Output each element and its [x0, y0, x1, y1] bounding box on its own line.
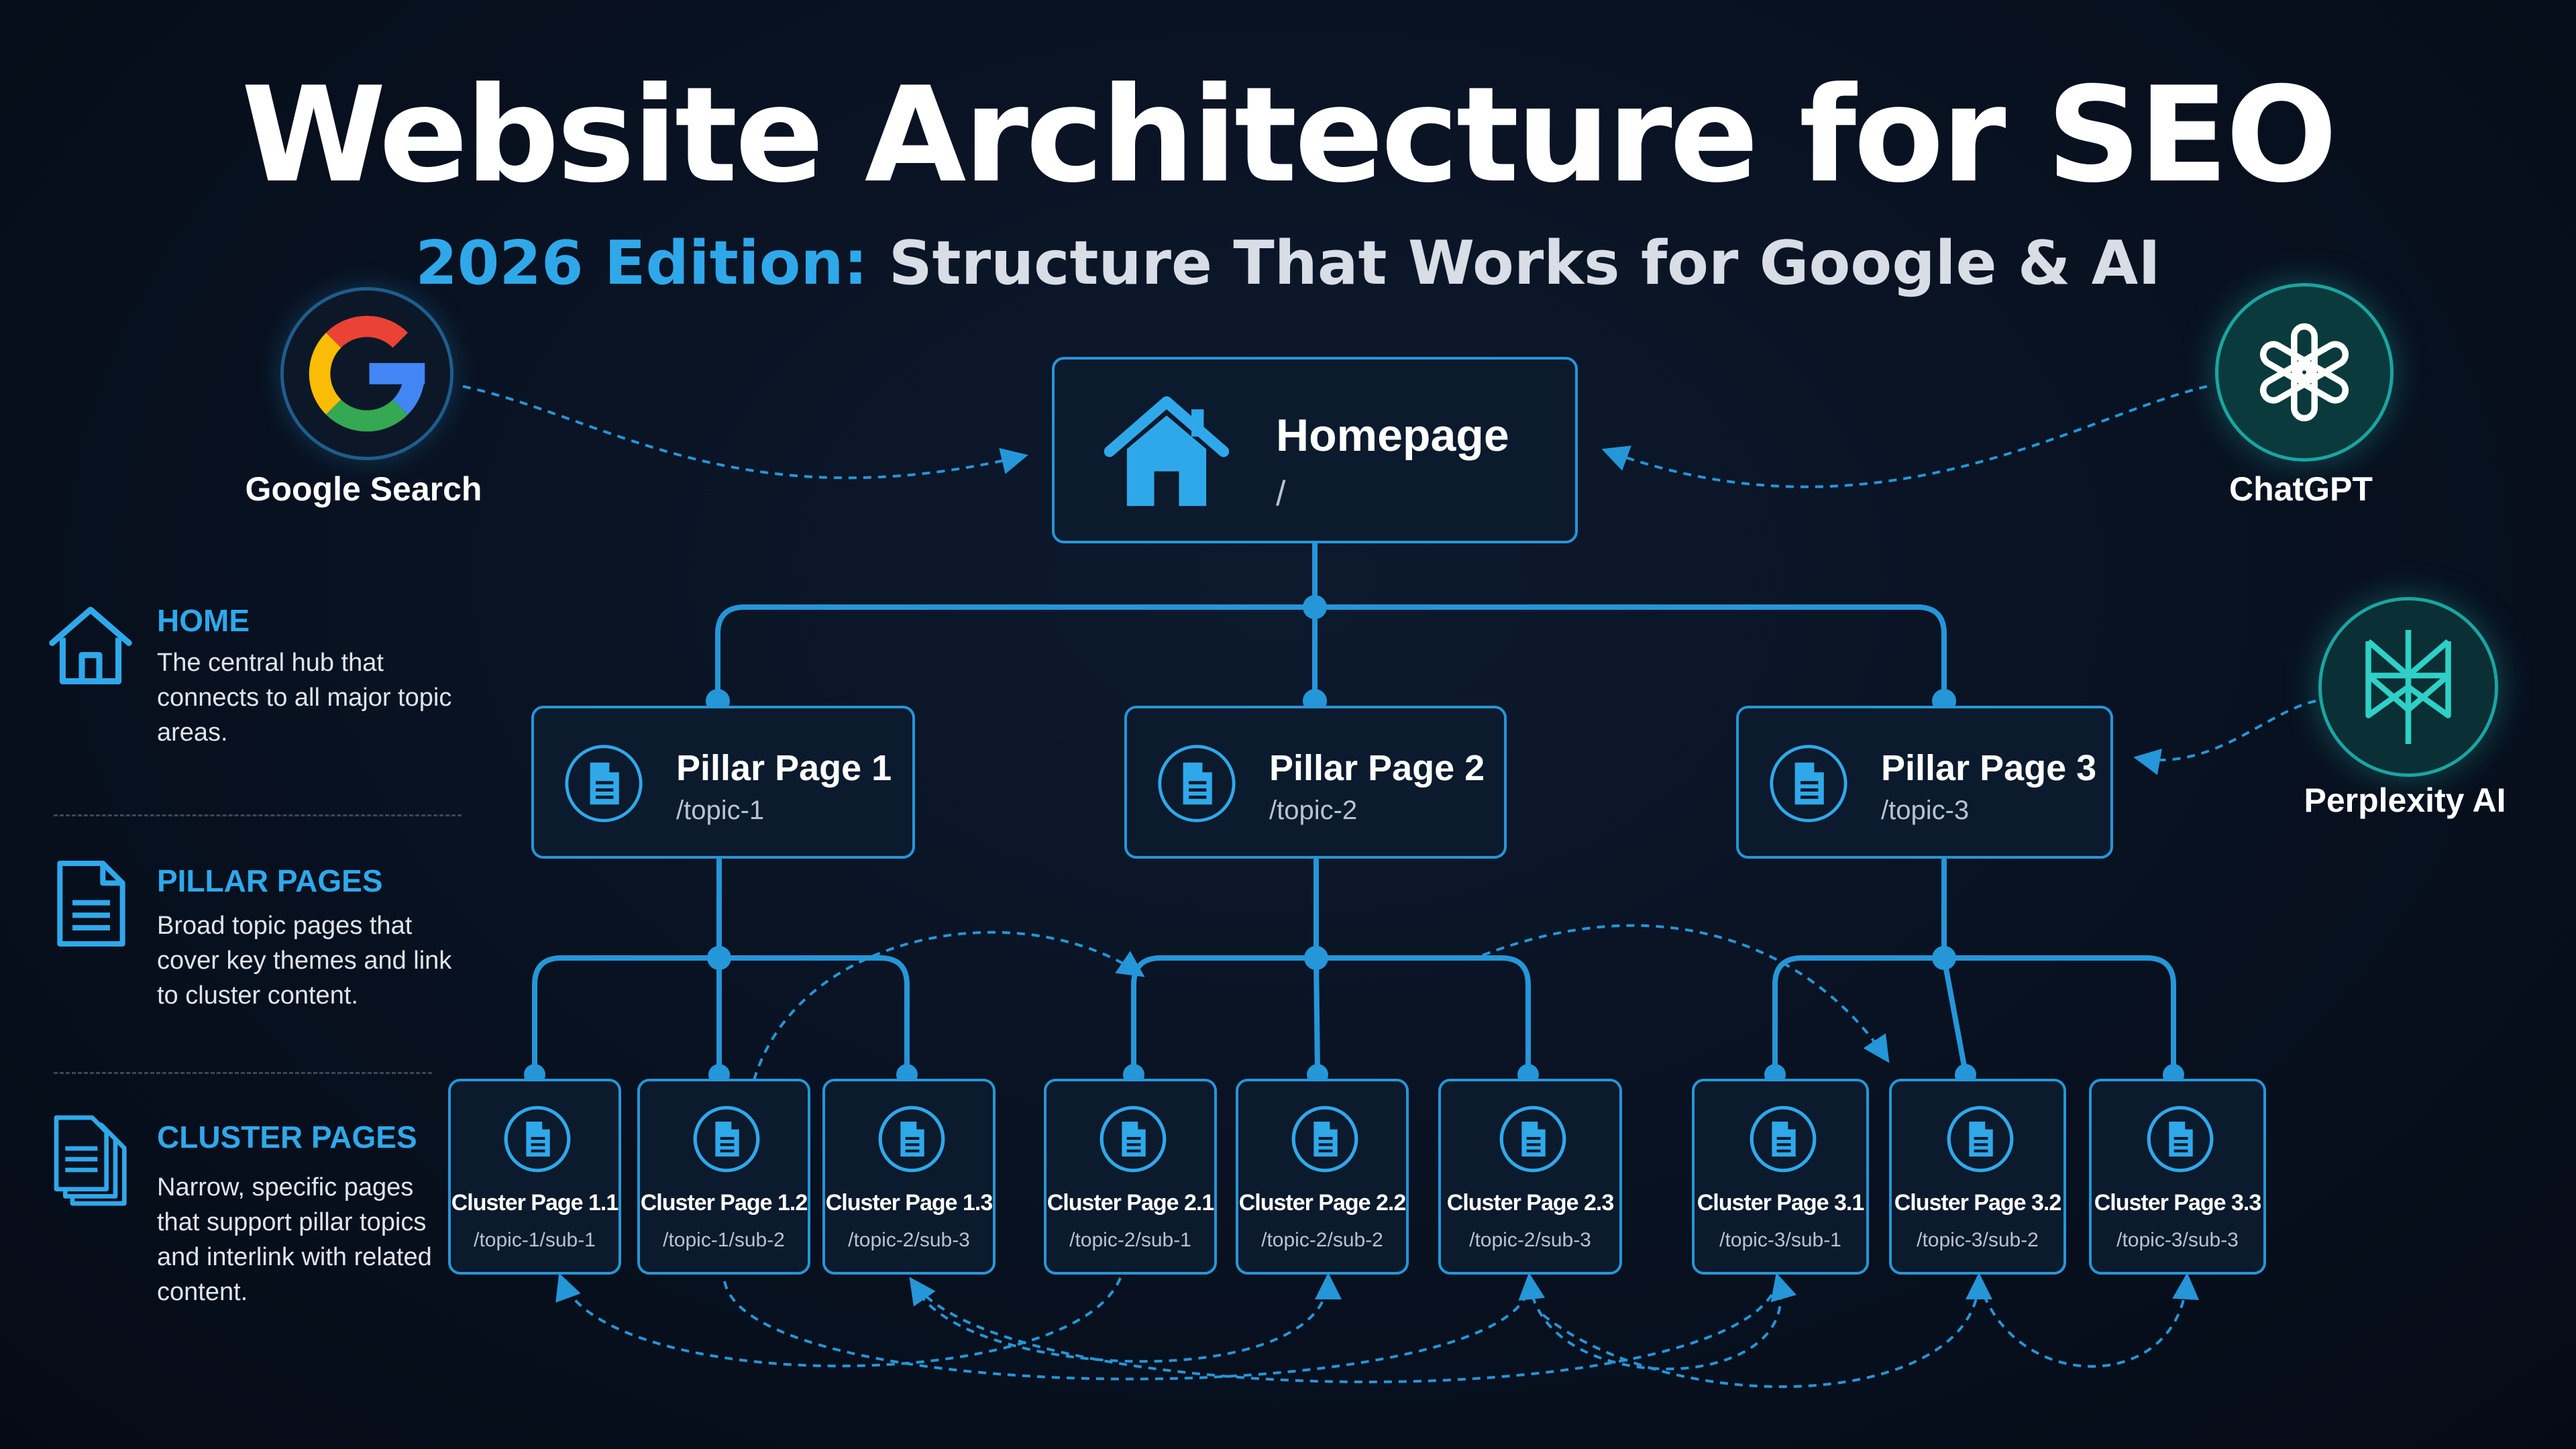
junction-dot: [707, 946, 731, 970]
house-outline-icon: [49, 606, 132, 685]
homepage-title: Homepage: [1276, 410, 1509, 461]
legend-pillar-heading: PILLAR PAGES: [157, 863, 383, 898]
perplexity-arrow: [2133, 700, 2316, 775]
cluster-title: Cluster Page 2.2: [1238, 1190, 1407, 1216]
perplexity-logo: [2318, 597, 2498, 777]
document-icon: [878, 1106, 945, 1173]
page-title: Website Architecture for SEO: [241, 59, 2338, 212]
cluster-title: Cluster Page 3.3: [2094, 1190, 2262, 1216]
google-search-logo: [280, 287, 453, 460]
cluster-title: Cluster Page 2.1: [1046, 1190, 1215, 1216]
cluster-url: /topic-3/sub-3: [2116, 1229, 2239, 1251]
cluster-url: /topic-2/sub-1: [1069, 1229, 1191, 1251]
perplexity-label: Perplexity AI: [2304, 782, 2506, 819]
cluster-title: Cluster Page 1.3: [825, 1190, 994, 1216]
cluster-url: /topic-1/sub-2: [663, 1229, 785, 1251]
crosslink-arrow: [753, 930, 1145, 1081]
pillar-node[interactable]: Pillar Page 1 /topic-1: [531, 706, 915, 859]
legend-home-description: The central hub that connects to all maj…: [157, 649, 452, 747]
interlink-arc: [555, 1273, 1122, 1368]
document-outline-icon: [57, 861, 125, 947]
junction-dot: [1932, 946, 1956, 970]
cluster-node[interactable]: Cluster Page 3.3 /topic-3/sub-3: [2089, 1079, 2266, 1275]
pillar-bus-line: [715, 604, 1947, 704]
pillar-url: /topic-1: [676, 796, 765, 825]
junction-dot: [1303, 595, 1327, 619]
subtitle-rest: Structure That Works for Google & AI: [867, 228, 2161, 299]
cluster-node[interactable]: Cluster Page 1.1 /topic-1/sub-1: [448, 1079, 621, 1275]
cluster-drop-line: [1313, 955, 1320, 1076]
interlink-arc: [911, 1273, 1342, 1363]
cluster-url: /topic-2/sub-3: [848, 1229, 970, 1251]
legend-home-heading: HOME: [157, 603, 250, 638]
document-icon: [2147, 1106, 2214, 1173]
google-search-label: Google Search: [245, 470, 482, 508]
pillar-url: /topic-3: [1881, 796, 1970, 825]
perplexity-icon: [2365, 630, 2451, 744]
pillar-node[interactable]: Pillar Page 2 /topic-2: [1124, 706, 1507, 859]
document-icon: [1291, 1106, 1358, 1173]
interlink-arc: [909, 1277, 1779, 1383]
cluster-url: /topic-1/sub-1: [474, 1229, 596, 1251]
cluster-node[interactable]: Cluster Page 2.2 /topic-2/sub-2: [1236, 1079, 1409, 1275]
cluster-url: /topic-2/sub-3: [1469, 1229, 1591, 1251]
openai-knot-icon: [2259, 323, 2349, 422]
cluster-node[interactable]: Cluster Page 3.1 /topic-3/sub-1: [1692, 1079, 1869, 1275]
cluster-title: Cluster Page 2.3: [1446, 1190, 1615, 1216]
pillar-title: Pillar Page 1: [676, 748, 892, 788]
interlink-arc: [1978, 1273, 2200, 1368]
documents-stack-icon: [54, 1115, 127, 1206]
document-icon: [1770, 745, 1847, 822]
subtitle-accent: 2026 Edition:: [415, 228, 868, 299]
google-arrow: [462, 385, 1028, 480]
cluster-bus-line: [1131, 955, 1531, 1076]
cluster-node[interactable]: Cluster Page 2.3 /topic-2/sub-3: [1438, 1079, 1622, 1275]
google-g-icon: [309, 315, 425, 432]
cluster-url: /topic-3/sub-2: [1917, 1229, 2039, 1251]
pillar-title: Pillar Page 2: [1269, 748, 1485, 788]
interlink-arc: [723, 1273, 1545, 1381]
house-icon: [1104, 396, 1229, 506]
document-icon: [1750, 1106, 1817, 1173]
legend-divider: [54, 1072, 432, 1074]
crosslink-arrow: [1482, 924, 1890, 1063]
cluster-node[interactable]: Cluster Page 1.3 /topic-2/sub-3: [822, 1079, 996, 1275]
interlink-arc: [1528, 1273, 1796, 1371]
document-icon: [693, 1106, 760, 1173]
homepage-url: /: [1276, 474, 1286, 513]
legend-divider: [54, 814, 462, 816]
pillar-url: /topic-2: [1269, 796, 1358, 825]
document-icon: [1158, 745, 1236, 822]
chatgpt-label: ChatGPT: [2229, 470, 2373, 508]
legend-pillar-description: Broad topic pages that cover key themes …: [157, 912, 452, 1010]
cluster-node[interactable]: Cluster Page 1.2 /topic-1/sub-2: [637, 1079, 810, 1275]
cluster-title: Cluster Page 1.2: [640, 1190, 808, 1216]
pillar-title: Pillar Page 3: [1881, 748, 2097, 788]
document-icon: [1099, 1106, 1167, 1173]
document-icon: [565, 745, 643, 822]
cluster-title: Cluster Page 3.2: [1894, 1190, 2062, 1216]
homepage-node[interactable]: Homepage /: [1052, 357, 1578, 543]
cluster-drop-line: [1941, 955, 1968, 1076]
cluster-url: /topic-2/sub-2: [1261, 1229, 1383, 1251]
cluster-title: Cluster Page 3.1: [1697, 1190, 1865, 1216]
cluster-title: Cluster Page 1.1: [451, 1190, 619, 1216]
cluster-url: /topic-3/sub-1: [1719, 1229, 1841, 1251]
cluster-bus-line: [1772, 955, 2176, 1076]
chatgpt-logo: [2215, 283, 2394, 462]
document-icon: [504, 1106, 571, 1173]
legend-cluster-description: Narrow, specific pages that support pill…: [157, 1173, 432, 1306]
pillar-node[interactable]: Pillar Page 3 /topic-3: [1736, 706, 2113, 859]
junction-dot: [1304, 946, 1328, 970]
document-icon: [1947, 1106, 2014, 1173]
cluster-node[interactable]: Cluster Page 2.1 /topic-2/sub-1: [1044, 1079, 1217, 1275]
document-icon: [1499, 1106, 1566, 1173]
chatgpt-arrow: [1601, 385, 2208, 488]
cluster-node[interactable]: Cluster Page 3.2 /topic-3/sub-2: [1889, 1079, 2066, 1275]
page-subtitle: 2026 Edition: Structure That Works for G…: [0, 228, 2576, 299]
interlink-arc: [1542, 1273, 1992, 1389]
legend-cluster-heading: CLUSTER PAGES: [157, 1120, 417, 1155]
